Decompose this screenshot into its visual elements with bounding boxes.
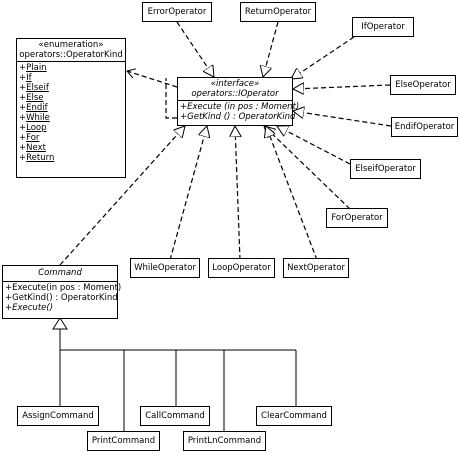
- call-command-label: CallCommand: [145, 411, 205, 421]
- endif-to-ioperator: [293, 111, 392, 127]
- call-command-box: CallCommand: [140, 406, 210, 426]
- interface-header: «interface» operators::IOperator: [178, 78, 292, 101]
- println-command-box: PrintLnCommand: [183, 431, 266, 451]
- clear-command-label: ClearCommand: [261, 411, 327, 421]
- for-operator-label: ForOperator: [331, 213, 383, 223]
- loop-to-ioperator: [235, 126, 240, 261]
- else-operator-label: ElseOperator: [395, 80, 451, 90]
- next-operator-box: NextOperator: [283, 258, 349, 278]
- interface-operation: +GetKind () : OperatorKind: [180, 112, 296, 122]
- cmd-tree-triangle: [52, 317, 68, 330]
- enum-name: operators::OperatorKind: [19, 50, 123, 60]
- ioperator-to-kind-2: [165, 78, 177, 119]
- interface-operation: +Execute (in pos : Moment): [180, 102, 300, 112]
- interface-stereotype: «interface»: [210, 79, 260, 89]
- next-to-ioperator: [266, 126, 318, 261]
- enum-literal: For: [26, 133, 40, 143]
- enum-literal: While: [26, 113, 50, 123]
- elseif-to-ioperator: [277, 126, 351, 165]
- for-to-ioperator: [264, 126, 351, 210]
- enum-literal: Next: [26, 143, 46, 153]
- return-operator-label: ReturnOperator: [244, 7, 312, 17]
- assign-command-label: AssignCommand: [22, 411, 94, 421]
- loop-operator-box: LoopOperator: [208, 258, 275, 278]
- ioperator-to-kind: [127, 71, 178, 88]
- enum-literal: Plain: [26, 63, 47, 73]
- enum-literal: Return: [26, 153, 55, 163]
- ioperator-interface: «interface» operators::IOperator +Execut…: [177, 77, 300, 126]
- if-operator-label: IfOperator: [361, 22, 405, 32]
- while-operator-box: WhileOperator: [130, 258, 200, 278]
- while-operator-label: WhileOperator: [134, 263, 196, 273]
- error-to-ioperator: [176, 21, 214, 77]
- command-operation: +Execute(): [5, 303, 54, 313]
- else-operator-box: ElseOperator: [390, 75, 456, 95]
- command-operations: +Execute(in pos : Moment) +GetKind() : O…: [3, 282, 122, 314]
- enum-literal: Else: [26, 93, 44, 103]
- print-command-box: PrintCommand: [87, 431, 160, 451]
- clear-command-box: ClearCommand: [256, 406, 332, 426]
- command-operation: +GetKind() : OperatorKind: [5, 293, 118, 303]
- command-operation: +Execute(in pos : Moment): [5, 283, 122, 293]
- return-to-ioperator: [263, 21, 279, 77]
- assign-command-box: AssignCommand: [17, 406, 99, 426]
- command-name: Command: [3, 266, 117, 282]
- next-operator-label: NextOperator: [287, 263, 345, 273]
- print-command-label: PrintCommand: [91, 436, 156, 446]
- while-to-ioperator: [169, 126, 207, 261]
- error-operator-box: ErrorOperator: [142, 2, 212, 22]
- endif-operator-label: EndifOperator: [394, 122, 455, 132]
- command-to-ioperator: [59, 126, 185, 266]
- enum-literal: Loop: [26, 123, 47, 133]
- operator-kind-enum: «enumeration» operators::OperatorKind +P…: [16, 38, 126, 178]
- enum-header: «enumeration» operators::OperatorKind: [17, 39, 125, 62]
- endif-operator-box: EndifOperator: [391, 117, 458, 137]
- command-class: Command +Execute(in pos : Moment) +GetKi…: [2, 265, 122, 319]
- else-to-ioperator: [293, 85, 391, 89]
- error-operator-label: ErrorOperator: [147, 7, 207, 17]
- enum-literals: +Plain +If +Elseif +Else +Endif +While +…: [19, 63, 55, 163]
- interface-operations: +Execute (in pos : Moment) +GetKind () :…: [178, 101, 300, 123]
- if-operator-box: IfOperator: [352, 17, 414, 37]
- elseif-operator-label: ElseifOperator: [355, 164, 416, 174]
- enum-stereotype: «enumeration»: [38, 40, 104, 50]
- if-to-ioperator: [291, 36, 355, 79]
- println-command-label: PrintLnCommand: [187, 436, 262, 446]
- enum-literal: Endif: [26, 103, 48, 113]
- enum-literal: Elseif: [26, 83, 49, 93]
- elseif-operator-box: ElseifOperator: [350, 159, 421, 179]
- for-operator-box: ForOperator: [326, 208, 388, 228]
- loop-operator-label: LoopOperator: [212, 263, 271, 273]
- return-operator-box: ReturnOperator: [240, 2, 316, 22]
- enum-literal: If: [26, 73, 32, 83]
- interface-name: operators::IOperator: [191, 89, 279, 99]
